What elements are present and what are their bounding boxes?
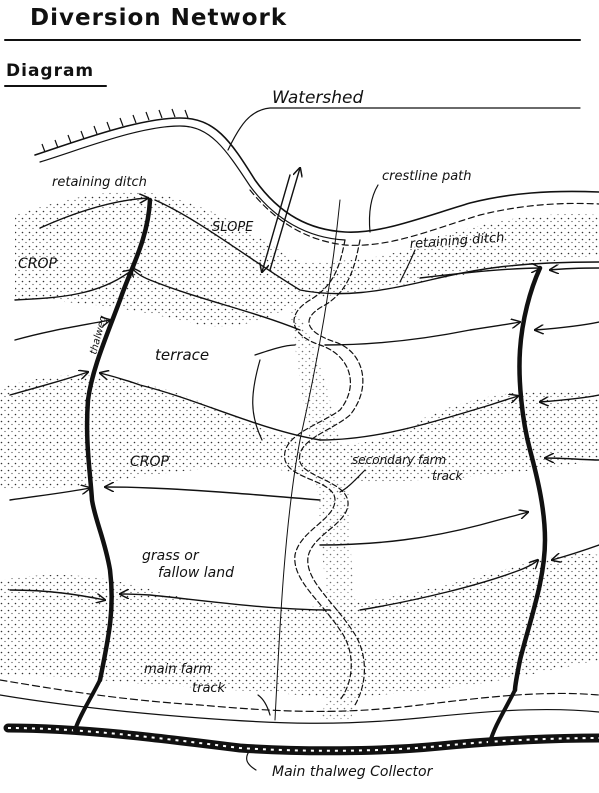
retaining-ditch-right-leader bbox=[399, 249, 416, 283]
watershed-hatch bbox=[41, 108, 189, 153]
contour-center-2 bbox=[100, 373, 321, 441]
secondary-track-diagonal bbox=[274, 199, 341, 721]
contour-center-4 bbox=[120, 594, 331, 611]
crestline-leader bbox=[368, 184, 379, 233]
contour-arrow-1 bbox=[14, 270, 132, 301]
terrace-leader-2 bbox=[254, 344, 296, 356]
secondary-track-leader bbox=[339, 469, 366, 493]
label-crestline-path: crestline path bbox=[382, 169, 472, 184]
label-secondary-track-2: track bbox=[432, 469, 464, 483]
label-watershed: Watershed bbox=[272, 88, 364, 108]
secondary-track-line-a bbox=[284, 239, 352, 701]
collector-leader bbox=[246, 749, 257, 771]
retaining-ditch-right-arrow bbox=[419, 268, 540, 279]
label-main-thalweg-collector: Main thalweg Collector bbox=[272, 764, 434, 780]
retaining-ditch-top-mid bbox=[154, 199, 599, 295]
label-crop-mid: CROP bbox=[130, 454, 170, 470]
label-retaining-ditch-right: retaining ditch bbox=[409, 230, 505, 252]
contour-right-2 bbox=[324, 322, 520, 346]
thalweg-right bbox=[512, 265, 548, 693]
stipple-band-terrace bbox=[0, 375, 599, 489]
contour-arrow-3 bbox=[9, 372, 88, 396]
right-inflow-4 bbox=[545, 458, 599, 460]
contour-arrow-4 bbox=[9, 488, 90, 501]
thalweg-left bbox=[84, 197, 153, 683]
label-secondary-track-1: secondary farm bbox=[352, 453, 446, 467]
right-inflow-5 bbox=[552, 544, 599, 560]
contour-arrow-5 bbox=[9, 589, 105, 600]
thalweg-left-outlet bbox=[73, 678, 102, 732]
watershed-leader bbox=[227, 107, 581, 151]
stipple-band-grass bbox=[0, 553, 599, 697]
retaining-ditch-top-left bbox=[39, 198, 148, 229]
diagram-title: Diversion Network bbox=[30, 5, 287, 31]
label-grass-1: grass or bbox=[142, 548, 200, 564]
label-main-track-2: track bbox=[192, 681, 226, 696]
main-track-leader bbox=[257, 694, 271, 716]
contour-right-3 bbox=[319, 512, 528, 546]
contour-right-1 bbox=[319, 396, 518, 441]
thalweg-right-outlet bbox=[488, 688, 517, 744]
label-slope: SLOPE bbox=[212, 220, 254, 235]
right-inflow-1 bbox=[550, 268, 599, 270]
right-inflow-3 bbox=[540, 394, 599, 402]
label-terrace: terrace bbox=[155, 346, 209, 364]
label-retaining-ditch-left: retaining ditch bbox=[52, 175, 147, 190]
secondary-track-line-b bbox=[299, 239, 365, 706]
label-grass-2: fallow land bbox=[158, 565, 234, 581]
label-crop-top: CROP bbox=[18, 256, 58, 272]
contour-right-4 bbox=[359, 560, 538, 611]
watershed-ridge bbox=[34, 117, 599, 233]
contour-center-1 bbox=[132, 268, 301, 331]
crestline-path-line bbox=[249, 189, 599, 246]
collector-hatch bbox=[7, 727, 599, 752]
slope-double-arrow bbox=[262, 168, 300, 272]
stipple-band-top bbox=[15, 191, 599, 327]
diagram-subtitle: Diagram bbox=[6, 61, 94, 81]
contour-center-3 bbox=[105, 487, 321, 501]
label-main-track-1: main farm bbox=[144, 662, 211, 677]
watershed-ridge-inner bbox=[39, 125, 346, 241]
terrace-leader bbox=[252, 359, 263, 441]
contour-arrow-2 bbox=[14, 320, 110, 341]
right-inflow-2 bbox=[535, 321, 599, 330]
